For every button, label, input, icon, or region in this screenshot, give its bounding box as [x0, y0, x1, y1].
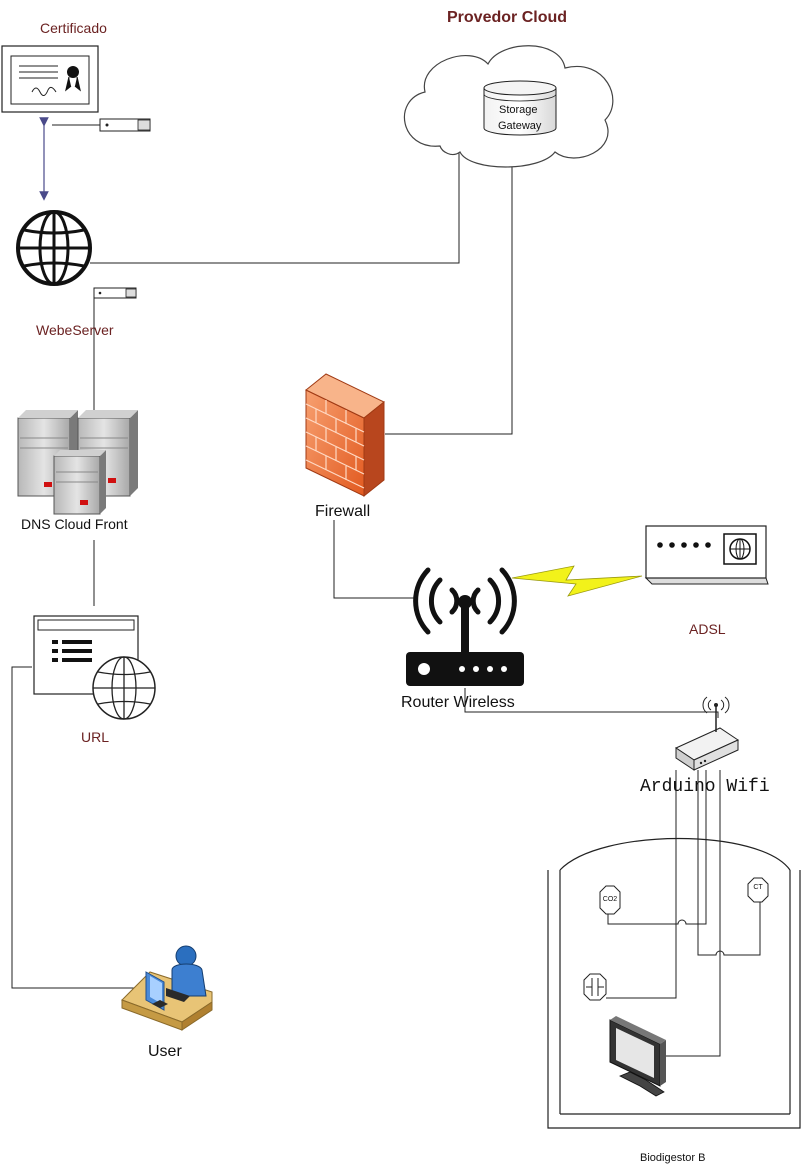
monitor-icon [609, 1016, 666, 1097]
wireless-router-icon [406, 567, 524, 686]
link-url-user [11, 666, 145, 989]
usb-token-icon [99, 118, 151, 132]
link-arduino-co2 [607, 770, 707, 925]
webserver-label: WebeServer [36, 322, 114, 338]
globe-icon [16, 210, 92, 286]
arduino-wifi-icon [674, 696, 740, 771]
usb-token-icon [93, 287, 137, 299]
certificate-icon [1, 45, 99, 113]
link-firewall-cloud [385, 162, 513, 435]
biodigestor-tank [547, 838, 801, 1129]
biodigestor-label: Biodigestor B [640, 1152, 706, 1164]
user-at-computer-icon [121, 945, 213, 1031]
level-sensor-icon [583, 973, 607, 1001]
certificate-label: Certificado [40, 20, 107, 36]
arduino-wifi-label: Arduino Wifi [640, 777, 770, 797]
database-icon [483, 80, 557, 136]
sensor-icon [747, 877, 769, 903]
globe-icon [92, 656, 156, 720]
firewall-label: Firewall [315, 503, 371, 520]
sensor-icon [599, 885, 621, 915]
dns-cloud-front-label: DNS Cloud Front [21, 516, 128, 532]
link-arduino-ct [697, 770, 761, 956]
adsl-label: ADSL [689, 621, 726, 637]
cloud-provider-title: Provedor Cloud [447, 9, 568, 26]
connection-lines [11, 150, 761, 1057]
link-webserver-cloud [90, 150, 460, 264]
link-router-arduino [464, 688, 719, 718]
storage-gateway-label-line2: Gateway [498, 120, 542, 132]
server-rack-icon [17, 410, 138, 515]
co2-sensor-label: CO2 [602, 896, 618, 903]
user-label: User [148, 1043, 182, 1060]
modem-icon [644, 525, 769, 585]
url-label: URL [81, 729, 110, 745]
ct-sensor-label: CT [753, 884, 763, 891]
router-wireless-label: Router Wireless [401, 694, 515, 711]
link-arduino-level [606, 770, 677, 999]
lightning-icon [511, 565, 643, 597]
link-firewall-router [333, 520, 418, 599]
storage-gateway-label-line1: Storage [499, 104, 538, 116]
link-arduino-monitor [660, 770, 721, 1057]
firewall-icon [305, 373, 385, 498]
